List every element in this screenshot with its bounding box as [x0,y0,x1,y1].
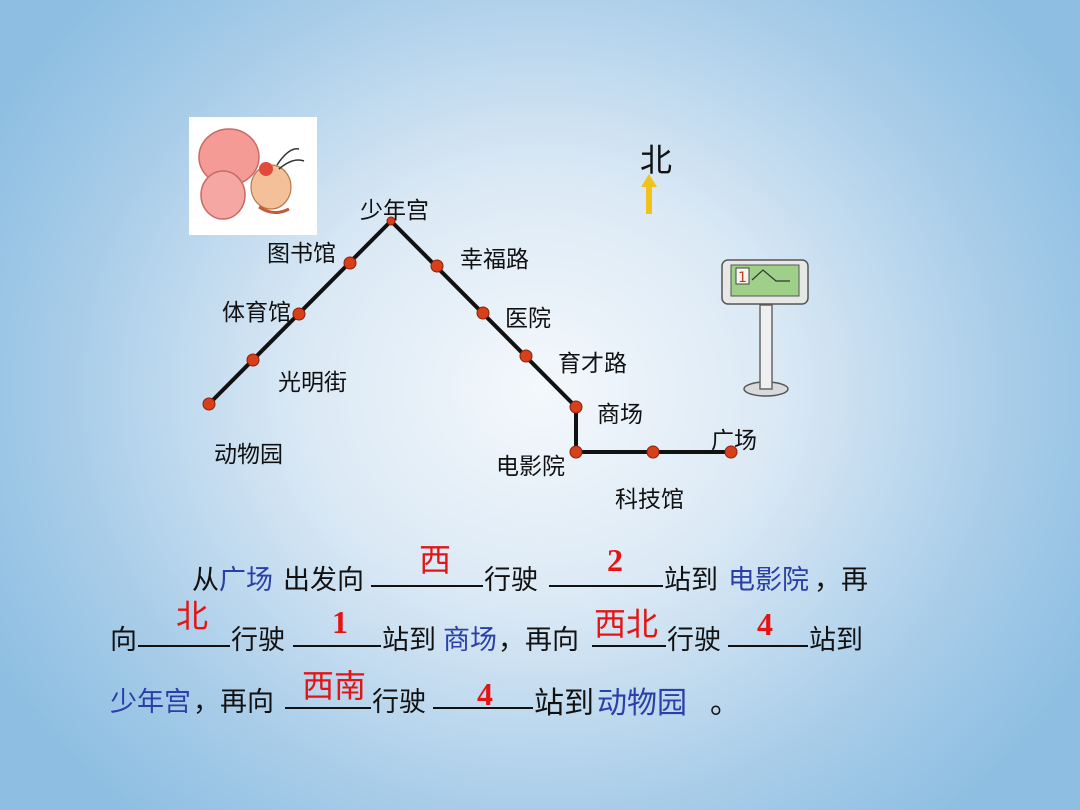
answer-1: 西 [418,542,451,578]
text-zhandao-4: 站到 [534,686,594,721]
bus-stop-sign-icon: 1 [721,259,809,397]
text-chufaxiang: 出发向 [283,565,364,596]
answer-5: 西北 [593,606,658,642]
station-label-kejiguan: 科技馆 [615,487,684,513]
stop-kejiguan [646,445,660,459]
stop-tushuguan [343,256,357,270]
stop-yiyuan [476,306,490,320]
text-dongwuyuan: 动物园 [597,686,687,721]
answer-6: 4 [757,606,773,642]
text-period: 。 [710,686,740,721]
north-label: 北 [640,141,673,179]
butterfly-fairy-illustration [189,117,317,235]
stop-yucailu [519,349,533,363]
answer-3: 北 [175,598,208,634]
svg-text:1: 1 [738,270,747,286]
blank-1 [371,558,483,587]
station-label-tiyuguan: 体育馆 [222,300,291,326]
text-xingshi-3: 行驶 [667,625,721,656]
answer-4: 1 [332,604,348,640]
stop-shaoniangong [386,216,396,226]
answer-7: 西南 [301,668,366,704]
station-label-shaoniangong: 少年宫 [360,198,429,224]
text-guangchang: 广场 [219,565,273,596]
text-xiang: 向 [110,625,137,656]
stop-tiyuguan [292,307,306,321]
station-label-dianyingyuan: 电影院 [496,454,565,480]
text-zaixiang-1: ，再向 [498,625,579,656]
sentence-line-3: 少年宫 ，再向 行驶 站到 动物园 。 [0,680,1080,730]
blank-6 [728,618,808,647]
stop-dianyingyuan [569,445,583,459]
station-label-guangchang: 广场 [711,428,757,454]
text-xingshi-2: 行驶 [231,625,285,656]
answer-2: 2 [607,542,623,578]
blank-7 [285,680,371,709]
blank-2 [549,558,663,587]
text-zhandao-3: 站到 [809,625,863,656]
station-label-yucailu: 育才路 [558,351,627,377]
station-label-xingfulu: 幸福路 [460,247,529,273]
stop-guangmingjie [246,353,260,367]
text-zai-1: ，再 [814,565,868,596]
text-xingshi-1: 行驶 [484,565,538,596]
stop-xingfulu [430,259,444,273]
blank-4 [293,618,381,647]
text-zhandao-2: 站到 [382,625,436,656]
text-shangchang: 商场 [443,625,497,656]
text-xingshi-4: 行驶 [372,687,426,718]
station-label-tushuguan: 图书馆 [267,241,336,267]
blank-5 [592,618,666,647]
answer-8: 4 [477,676,493,712]
station-label-dongwuyuan: 动物园 [214,442,283,468]
station-label-guangmingjie: 光明街 [278,370,347,396]
fairy-icon [198,128,305,220]
stop-guangchang [724,445,738,459]
text-dianyingyuan: 电影院 [728,565,809,596]
text-zaixiang-2: ，再向 [193,687,274,718]
sentence-line-2: 向 行驶 站到 商场 ，再向 行驶 站到 [0,618,1080,668]
stop-dongwuyuan [202,397,216,411]
blank-3 [138,618,230,647]
text-zhandao-1: 站到 [664,565,718,596]
text-shaoniangong: 少年宫 [110,687,191,718]
blank-8 [433,680,533,709]
text-from: 从 [192,565,219,596]
sentence-line-1: 从 广场 出发向 行驶 站到 电影院 ，再 [0,558,1080,608]
north-arrow-icon [641,174,657,214]
station-label-yiyuan: 医院 [505,306,551,332]
station-label-shangchang: 商场 [597,402,643,428]
stop-shangchang [569,400,583,414]
